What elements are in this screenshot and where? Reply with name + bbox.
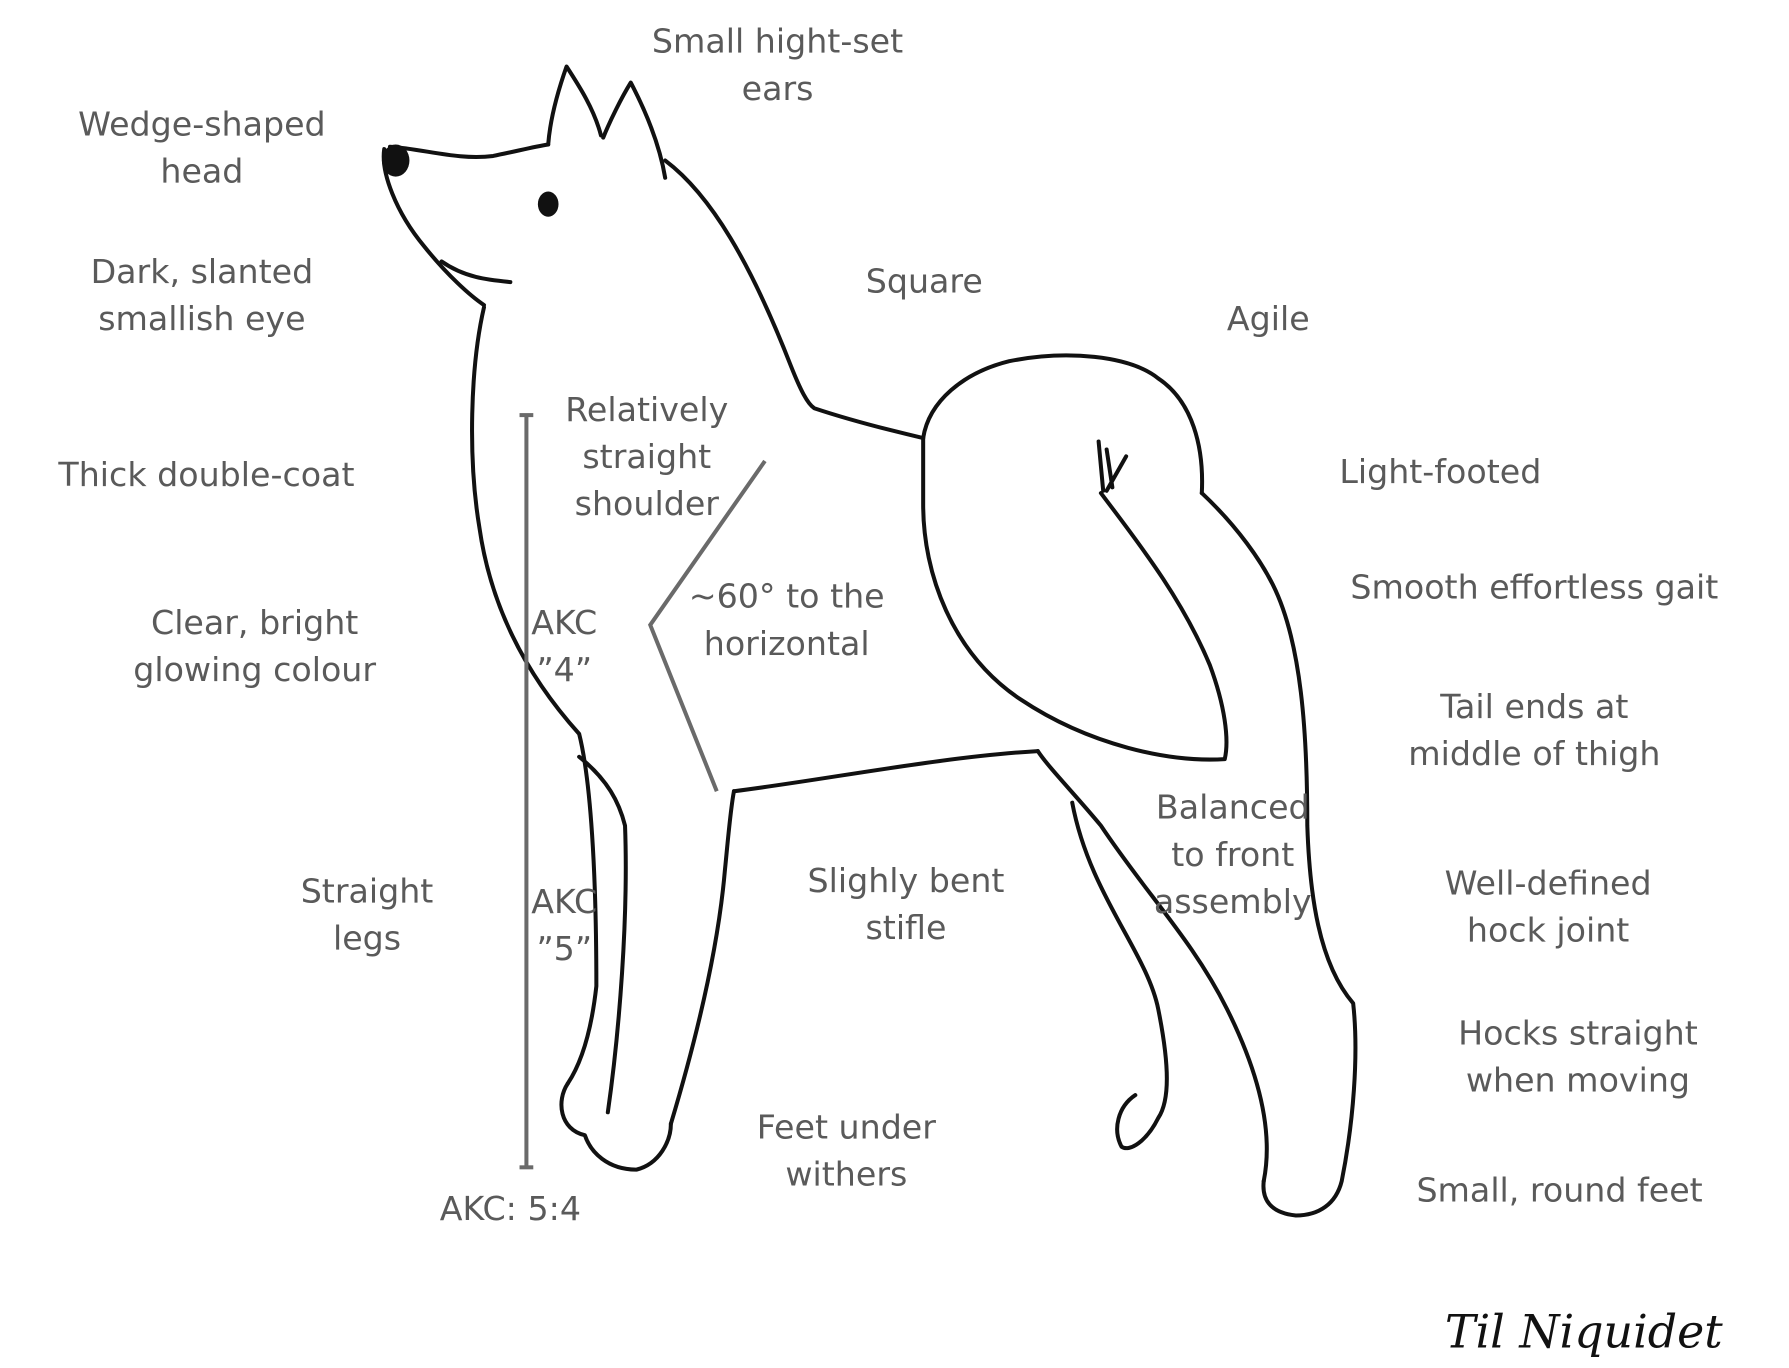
rear-foot (1070, 800, 1169, 1151)
label-line: ~60° to the (689, 577, 885, 616)
label-line: Thick double-coat (57, 455, 354, 494)
label-line: AKC (531, 603, 597, 642)
label-ears: Small hight-set ears (652, 22, 903, 108)
label-line: ears (742, 69, 814, 108)
label-line: Small hight-set (652, 22, 903, 61)
label-akc5: AKC ”5” (531, 882, 597, 968)
label-line: horizontal (704, 624, 870, 663)
right-ear (601, 80, 668, 180)
label-light: Light-footed (1339, 452, 1541, 491)
tail-tip (1096, 439, 1129, 493)
label-line: Wedge-shaped (78, 104, 326, 143)
label-line: Relatively (565, 390, 728, 429)
label-line: when moving (1466, 1061, 1690, 1100)
label-line: Square (866, 261, 983, 300)
label-line: Smooth effortless gait (1350, 568, 1718, 607)
label-line: withers (785, 1155, 907, 1194)
label-hocks: Hocks straight when moving (1458, 1014, 1698, 1100)
label-line: Agile (1227, 299, 1310, 338)
label-line: Straight (301, 871, 434, 910)
label-line: Well-defined (1445, 863, 1652, 902)
label-line: Dark, slanted (91, 252, 314, 291)
label-feet-under: Feet under withers (757, 1108, 937, 1194)
front-foot (559, 1081, 673, 1172)
label-head: Wedge-shaped head (78, 104, 326, 190)
shoulder-angle-line (647, 459, 767, 792)
label-line: shoulder (575, 484, 720, 523)
left-ear (546, 64, 603, 147)
eye (537, 191, 559, 217)
label-hock: Well-defined hock joint (1445, 863, 1652, 949)
label-feet: Small, round feet (1416, 1171, 1702, 1210)
label-shoulder: Relatively straight shoulder (565, 390, 728, 523)
mouth-line (439, 259, 513, 285)
label-line: Small, round feet (1416, 1171, 1702, 1210)
label-angle: ~60° to the horizontal (689, 577, 885, 663)
label-balanced: Balanced to front assembly (1154, 788, 1312, 921)
label-stifle: Slighly bent stifle (808, 861, 1005, 947)
label-gait: Smooth effortless gait (1350, 568, 1718, 607)
label-eye: Dark, slanted smallish eye (91, 252, 314, 338)
label-coat: Thick double-coat (57, 455, 354, 494)
label-line: head (160, 151, 243, 190)
label-line: AKC (531, 882, 597, 921)
label-line: glowing colour (133, 650, 376, 689)
label-akc4: AKC ”4” (531, 603, 597, 689)
label-line: assembly (1154, 882, 1312, 921)
label-line: Feet under (757, 1108, 937, 1147)
label-line: Slighly bent (808, 861, 1005, 900)
label-square: Square (866, 261, 983, 300)
signature: Til Niquidet (1445, 1304, 1723, 1358)
label-line: Balanced (1156, 788, 1310, 827)
label-legs: Straight legs (301, 871, 434, 957)
label-line: ”4” (536, 650, 592, 689)
label-line: Light-footed (1339, 452, 1541, 491)
label-colour: Clear, bright glowing colour (133, 603, 376, 689)
label-line: legs (333, 918, 401, 957)
label-line: to front (1171, 835, 1294, 874)
dog-outline (381, 64, 1358, 1218)
tail (921, 353, 1205, 496)
label-line: straight (582, 437, 711, 476)
label-line: middle of thigh (1408, 734, 1660, 773)
nose (381, 144, 410, 177)
label-agile: Agile (1227, 299, 1310, 338)
label-ratio: AKC: 5:4 (440, 1189, 581, 1228)
label-line: Clear, bright (151, 603, 358, 642)
label-line: AKC: 5:4 (440, 1189, 581, 1228)
label-line: hock joint (1467, 910, 1629, 949)
label-line: ”5” (536, 929, 592, 968)
label-line: Hocks straight (1458, 1014, 1698, 1053)
label-line: stifle (865, 908, 946, 947)
label-line: smallish eye (98, 299, 305, 338)
label-line: Tail ends at (1439, 687, 1628, 726)
label-tail: Tail ends at middle of thigh (1408, 687, 1660, 773)
